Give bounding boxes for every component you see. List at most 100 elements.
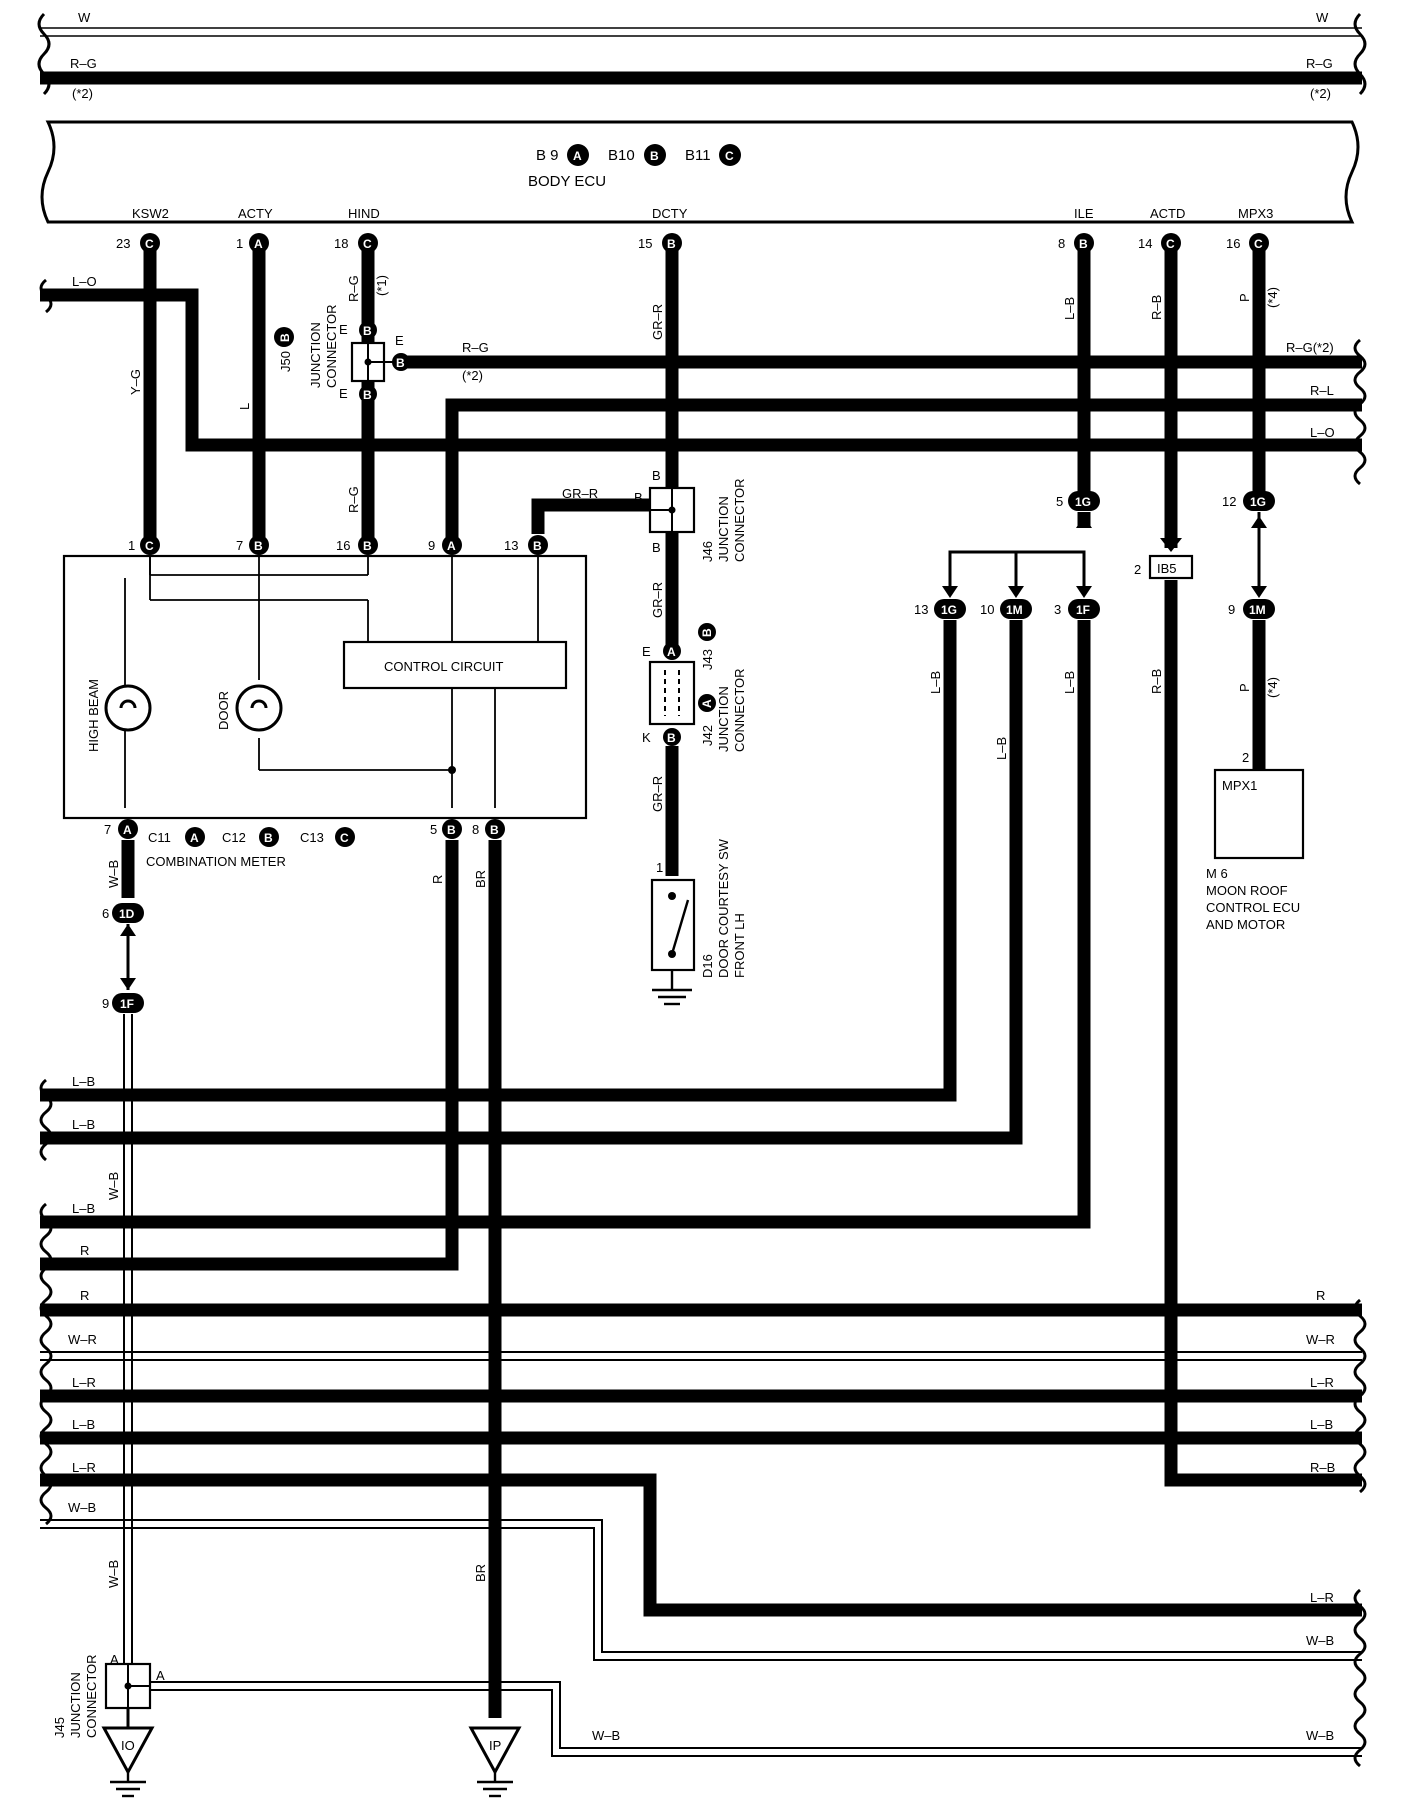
conn-1g-upper-label: 1G [1075, 495, 1091, 509]
ecu-pin-row: 23 C 1 A 18 C 15 B 8 B 14 C 16 C [116, 233, 1269, 253]
label-wb-mid: W–B [106, 1172, 121, 1200]
meter-conn-a-badge [185, 827, 205, 847]
split-arrow-1-icon [942, 586, 958, 598]
pin-badge-mpx3 [1249, 233, 1269, 253]
pin-2-ib5: 2 [1134, 562, 1141, 577]
high-beam-label: HIGH BEAM [86, 679, 101, 752]
pin-letter-ksw2: C [145, 237, 154, 251]
meter-pin-9: 9 [428, 538, 435, 553]
label-grr-j46: GR–R [562, 486, 598, 501]
pin-18: 18 [334, 236, 348, 251]
break-lo-left [39, 278, 53, 314]
meter-bpin-5: 5 [430, 822, 437, 837]
j50-conn-badge [274, 327, 294, 347]
label-rb-right: R–B [1310, 1460, 1335, 1475]
j50-label2: CONNECTOR [324, 304, 339, 388]
j42-conn-a-letter: A [700, 699, 714, 708]
j50-pin-right-letter: B [396, 356, 405, 370]
meter-bpin-letter-5: B [447, 823, 456, 837]
meter-bpin-badge-7 [118, 819, 138, 839]
pin-badge-acty [249, 233, 269, 253]
m6-pin-2: 2 [1242, 750, 1249, 765]
meter-node [448, 766, 456, 774]
wire-lb-1 [40, 620, 957, 1102]
j45-a-right: A [156, 1668, 165, 1683]
pin-8: 8 [1058, 236, 1065, 251]
meter-bpin-letter-7: A [123, 823, 132, 837]
label-yg: Y–G [128, 369, 143, 395]
pin-13-1g: 13 [914, 602, 928, 617]
j43-conn-b-letter: B [700, 628, 714, 637]
j45-node [124, 1682, 132, 1690]
door-label: DOOR [216, 691, 231, 730]
label-r-right: R [1316, 1288, 1325, 1303]
ecu-conn-b9: B 9 [536, 147, 559, 164]
label-n4-mpx3: (*4) [1265, 287, 1280, 308]
break-right-upper [1353, 338, 1367, 486]
wire-lb-2 [40, 620, 1023, 1145]
pin-14: 14 [1138, 236, 1152, 251]
label-lb-left-1: L–B [72, 1074, 95, 1089]
pin-badge-dcty [662, 233, 682, 253]
combination-meter: 1 C 7 B 16 B 9 A 13 B [62, 535, 588, 869]
conn-1f-lower-label: 1F [1076, 603, 1090, 617]
label-lb-1m: L–B [994, 737, 1009, 760]
ecu-conn-c-letter: C [725, 149, 734, 163]
label-br-lower: BR [473, 1564, 488, 1582]
label-lb-left-2: L–B [72, 1117, 95, 1132]
label-lr-right-2: L–R [1310, 1590, 1334, 1605]
j50-label1: JUNCTION [308, 322, 323, 388]
conn-1f-wb-label: 1F [120, 997, 134, 1011]
j42-box [648, 660, 696, 726]
meter-conn-a-letter: A [190, 831, 199, 845]
meter-pin-badge-9 [442, 535, 462, 555]
ground-io: IO [101, 1726, 155, 1798]
m6-line3: AND MOTOR [1206, 917, 1285, 932]
meter-pin-letter-16: B [363, 539, 372, 553]
meter-conn-c12: C12 [222, 830, 246, 845]
meter-pin-1: 1 [128, 538, 135, 553]
d16-door-courtesy-switch[interactable]: 1 D16 DOOR COURTESY SW FRONT LH [650, 838, 747, 1006]
meter-pin-badge-13 [528, 535, 548, 555]
label-rg2-right: R–G(*2) [1286, 340, 1334, 355]
conn-1g-mpx-label: 1G [1250, 495, 1266, 509]
terminal-actd: ACTD [1150, 206, 1185, 221]
terminal-ile: ILE [1074, 206, 1094, 221]
m6-id: M 6 [1206, 866, 1228, 881]
j45-label2: CONNECTOR [84, 1654, 99, 1738]
split-arrow-2-icon [1008, 586, 1024, 598]
control-circuit-box [342, 640, 568, 690]
meter-pin-letter-1: C [145, 539, 154, 553]
break-mark-left [37, 12, 51, 96]
label-p-mpx-low: P [1237, 683, 1252, 692]
j46-label1: JUNCTION [716, 496, 731, 562]
wire-wb-drop-b [40, 1527, 1362, 1661]
j46-label2: CONNECTOR [732, 478, 747, 562]
meter-pin-letter-13: B [533, 539, 542, 553]
pin-1: 1 [236, 236, 243, 251]
j50-node [364, 358, 372, 366]
terminal-ksw2: KSW2 [132, 206, 169, 221]
j50-e-right: E [395, 333, 404, 348]
pin-badge-ile [1074, 233, 1094, 253]
meter-pin-badge-1 [140, 535, 160, 555]
label-rb-actd-low: R–B [1149, 669, 1164, 694]
conn-1m-mpx-label: 1M [1249, 603, 1266, 617]
conn-1g-lower-label: 1G [941, 603, 957, 617]
label-l: L [237, 403, 252, 410]
ground-ip: IP [468, 1726, 522, 1798]
label-br-meter: BR [473, 870, 488, 888]
terminal-acty: ACTY [238, 206, 273, 221]
conn-ib5-label: IB5 [1157, 561, 1177, 576]
j50-conn-letter: B [278, 333, 292, 342]
pin-3-1f: 3 [1054, 602, 1061, 617]
j42-id: J42 [700, 725, 715, 746]
ecu-conn-b-badge [644, 144, 666, 166]
body-ecu: B 9 A B10 B B11 C BODY ECU KSW2 ACTY HIN… [40, 120, 1360, 224]
pin-badge-actd [1161, 233, 1181, 253]
j42-e: E [642, 644, 651, 659]
pin-6-1d: 6 [102, 906, 109, 921]
label-lb-left-3: L–B [72, 1201, 95, 1216]
label-rg-hind: R–G [346, 275, 361, 302]
wire-lb-3 [40, 620, 1091, 1229]
